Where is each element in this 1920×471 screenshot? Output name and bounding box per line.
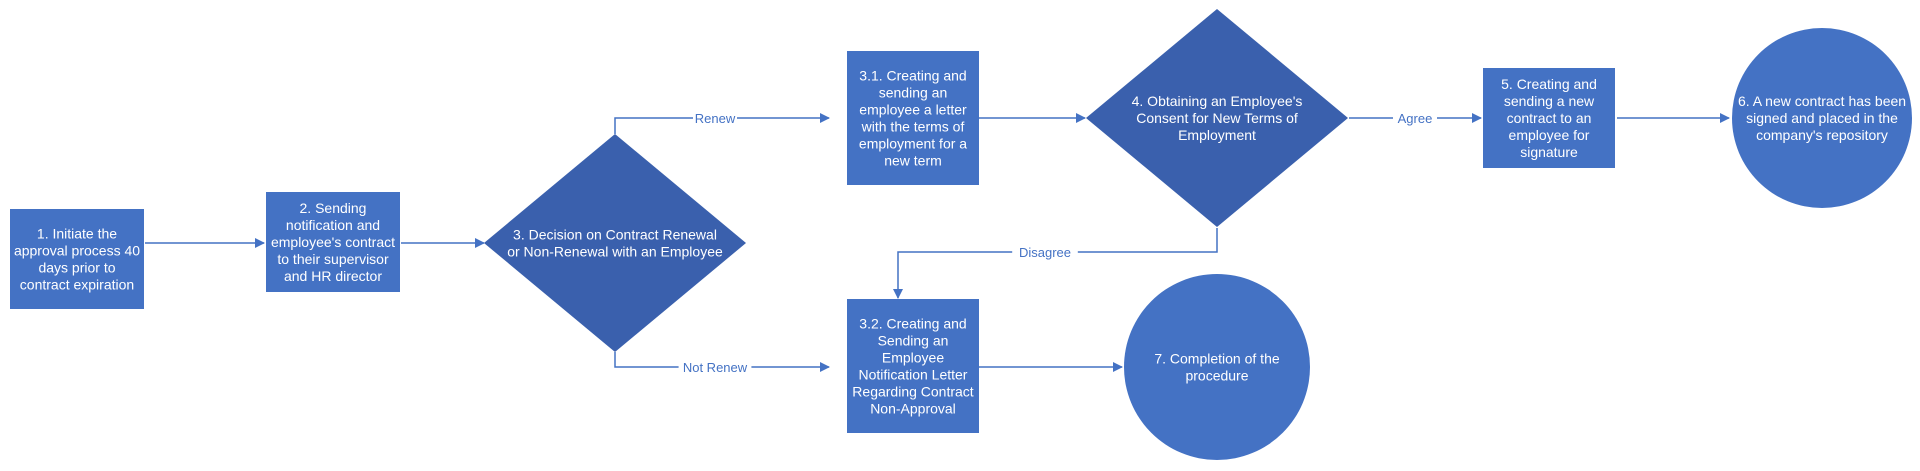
edge-n3-to-n32 xyxy=(614,352,830,372)
node-label-line: contract expiration xyxy=(20,277,134,293)
edge-label-e4: Not Renew xyxy=(678,358,752,376)
edge-label-e3: Renew xyxy=(693,109,737,127)
node-label-line: sending a new xyxy=(1504,93,1595,109)
node-label-line: sending an xyxy=(879,85,948,101)
terminal-circle xyxy=(1732,28,1912,208)
edge-label-background xyxy=(693,109,737,127)
node-label-line: 4. Obtaining an Employee's xyxy=(1132,93,1303,109)
node-label-line: Employment xyxy=(1178,127,1256,143)
edge-n3-to-n31 xyxy=(614,113,830,134)
edge-label-text: Agree xyxy=(1398,111,1433,126)
node-label-line: Regarding Contract xyxy=(852,384,974,400)
node-label-line: Notification Letter xyxy=(859,367,968,383)
node-label-line: signed and placed in the xyxy=(1746,110,1898,126)
node-label-line: 5. Creating and xyxy=(1501,76,1597,92)
process-box xyxy=(847,51,979,185)
node-label-line: Consent for New Terms of xyxy=(1136,110,1298,126)
edge-label-background xyxy=(1012,243,1078,261)
node-label-line: notification and xyxy=(286,217,380,233)
node-label-line: employee for xyxy=(1509,127,1590,143)
edge-label-text: Disagree xyxy=(1019,245,1071,260)
node-label-line: contract to an xyxy=(1507,110,1592,126)
process-box xyxy=(266,192,400,292)
node-label-line: 3.1. Creating and xyxy=(859,68,966,84)
edge-label-background xyxy=(1393,109,1437,127)
node-label-line: 2. Sending xyxy=(300,200,367,216)
node-label-line: Non-Approval xyxy=(870,401,956,417)
decision-diamond xyxy=(484,134,746,352)
edge-label-e6: Agree xyxy=(1393,109,1437,127)
node-label-line: employee a letter xyxy=(859,102,967,118)
edge-label-text: Not Renew xyxy=(683,360,748,375)
node-label-line: with the terms of xyxy=(861,119,965,135)
node-label-line: and HR director xyxy=(284,268,382,284)
process-box xyxy=(10,209,144,309)
process-box xyxy=(1483,68,1615,168)
process-box xyxy=(847,299,979,433)
node-label-line: procedure xyxy=(1185,368,1248,384)
node-label-line: Sending an xyxy=(878,333,949,349)
node-label-line: 7. Completion of the xyxy=(1154,351,1280,367)
node-label-line: employment for a xyxy=(859,136,967,152)
node-label-line: 3.2. Creating and xyxy=(859,316,966,332)
node-label-line: days prior to xyxy=(38,260,115,276)
edge-label-background xyxy=(678,358,752,376)
node-label-line: company's repository xyxy=(1756,127,1888,143)
node-label-line: 3. Decision on Contract Renewal xyxy=(513,227,717,243)
edge-label-text: Renew xyxy=(695,111,736,126)
terminal-circle xyxy=(1124,274,1310,460)
node-label-line: 6. A new contract has been xyxy=(1738,93,1906,109)
node-label-line: or Non-Renewal with an Employee xyxy=(507,244,723,260)
node-label-line: to their supervisor xyxy=(277,251,389,267)
node-label-line: Employee xyxy=(882,350,944,366)
node-label-line: signature xyxy=(1520,144,1578,160)
node-label-line: new term xyxy=(884,153,942,169)
edge-label-e7: Disagree xyxy=(1012,243,1078,261)
node-label-line: 1. Initiate the xyxy=(37,226,117,242)
decision-diamond xyxy=(1086,9,1348,227)
node-label-line: employee's contract xyxy=(271,234,395,250)
node-label-line: approval process 40 xyxy=(14,243,140,259)
